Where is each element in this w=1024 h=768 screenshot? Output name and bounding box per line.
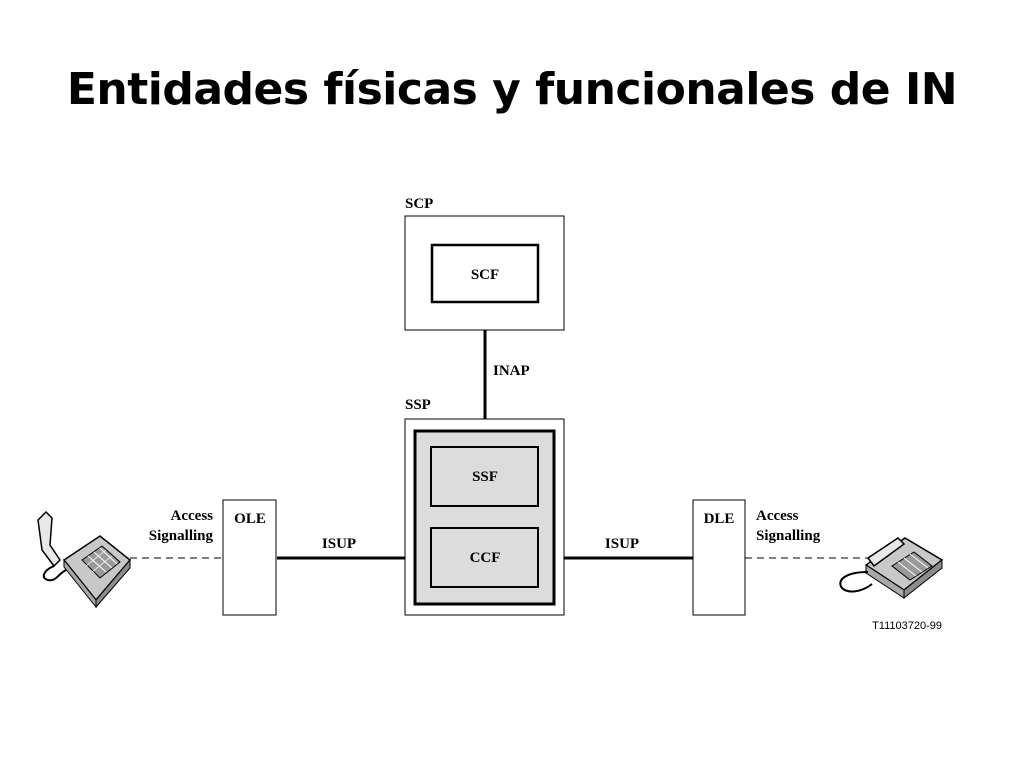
ssp-label: SSP <box>405 397 431 413</box>
scp-label: SCP <box>405 196 433 212</box>
scf-box <box>430 243 540 304</box>
ssf-box <box>430 446 539 507</box>
figure-code-label: T11103720-99 <box>872 620 942 632</box>
access-right-line1: Access <box>756 508 799 524</box>
ole-label: OLE <box>234 511 266 527</box>
isup-right-label: ISUP <box>605 536 639 552</box>
scf-label: SCF <box>471 267 499 283</box>
access-left-line2: Signalling <box>149 528 214 544</box>
inap-label: INAP <box>493 363 530 379</box>
ssf-label: SSF <box>472 469 498 485</box>
isup-left-label: ISUP <box>322 536 356 552</box>
slide-title: Entidades físicas y funcionales de IN <box>66 64 958 115</box>
desk-telephone-icon <box>37 510 132 609</box>
dle-label: DLE <box>704 511 735 527</box>
desk-telephone-icon <box>839 537 944 600</box>
ccf-box <box>430 527 539 588</box>
ccf-label: CCF <box>470 550 501 566</box>
dle-box <box>692 499 746 616</box>
access-right-line2: Signalling <box>756 528 821 544</box>
ole-box <box>222 499 277 616</box>
access-left-line1: Access <box>171 508 214 524</box>
